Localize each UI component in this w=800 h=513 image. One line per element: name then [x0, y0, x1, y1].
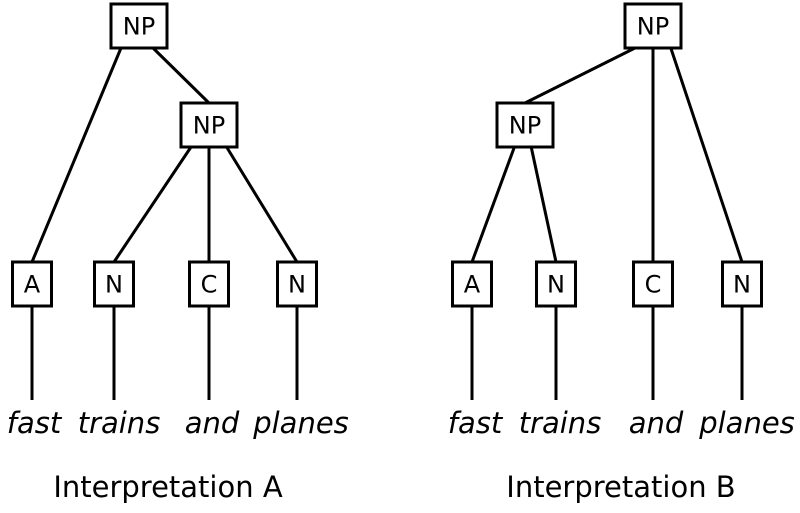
tree-node-box — [93, 260, 135, 308]
tree-node-label: NP — [193, 112, 225, 140]
tree-edge — [529, 146, 558, 263]
tree-node-box — [179, 101, 239, 149]
word-label: planes — [252, 406, 349, 440]
tree-edge — [669, 47, 744, 263]
tree-node-box — [623, 2, 683, 50]
word-label: and — [629, 406, 684, 440]
tree-edge — [524, 46, 636, 105]
tree-node-box — [632, 260, 674, 308]
word-label: fast — [7, 406, 63, 440]
word-label: planes — [698, 406, 795, 440]
tree-node-label: NP — [123, 13, 155, 41]
tree-node-box — [276, 260, 318, 308]
tree-b: fast trains and planes NP NP A N C N Interpretatio… — [448, 2, 795, 504]
tree-node-label: C — [201, 271, 218, 299]
tree-node-box — [721, 260, 763, 308]
word-label: fast — [448, 406, 504, 440]
tree-edge — [30, 47, 123, 263]
tree-node-label: N — [288, 271, 306, 299]
tree-node-box — [11, 260, 53, 308]
tree-node-label: N — [547, 271, 565, 299]
tree-node-label: NP — [509, 112, 541, 140]
tree-node-label: A — [24, 271, 41, 299]
tree-edge — [112, 146, 193, 263]
tree-node-label: N — [733, 271, 751, 299]
tree-node-label: C — [645, 271, 662, 299]
tree-a: fast trains and planes NP NP A N C N Interpretatio… — [7, 2, 349, 504]
tree-node-box — [451, 260, 493, 308]
tree-node-label: N — [105, 271, 123, 299]
tree-edge — [470, 146, 516, 263]
word-label: and — [185, 406, 240, 440]
tree-caption: Interpretation B — [506, 470, 735, 504]
word-label: trains — [519, 406, 602, 440]
tree-node-box — [535, 260, 577, 308]
tree-edge — [151, 46, 211, 105]
word-label: trains — [78, 406, 161, 440]
tree-node-label: NP — [637, 13, 669, 41]
tree-caption: Interpretation A — [53, 470, 283, 504]
tree-node-box — [495, 101, 555, 149]
tree-node-label: A — [464, 271, 481, 299]
tree-edge — [225, 146, 299, 263]
tree-node-box — [188, 260, 230, 308]
tree-node-box — [109, 2, 169, 50]
